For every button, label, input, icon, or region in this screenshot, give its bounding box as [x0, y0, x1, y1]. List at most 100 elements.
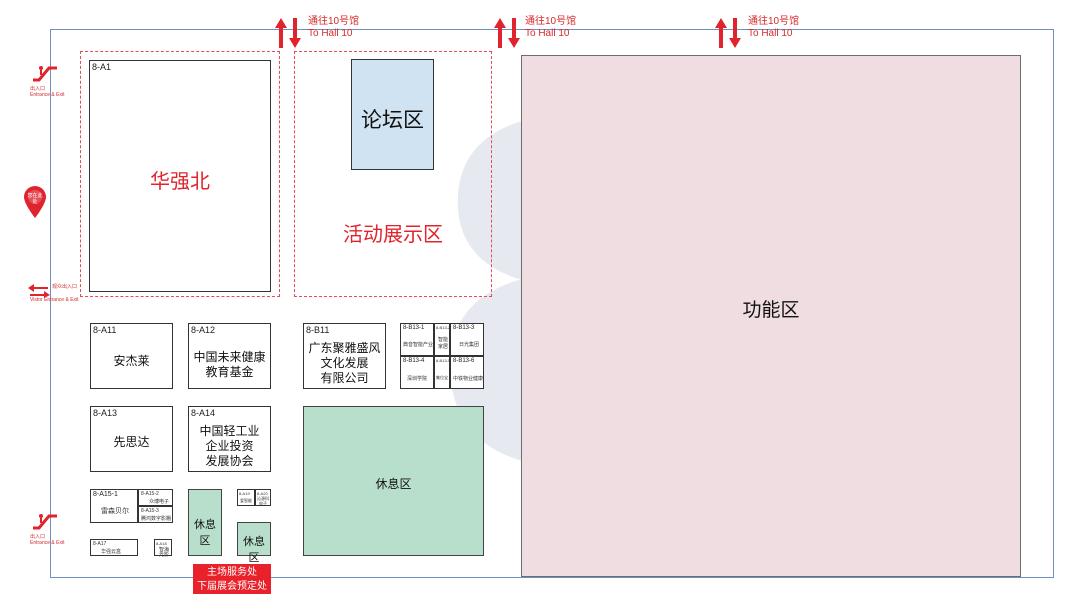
- hall-link-cn: 通往10号馆: [308, 16, 360, 27]
- booth-name-line2: 教育基金: [205, 365, 254, 379]
- visitor-entrance-cn: 观众出入口: [52, 284, 78, 290]
- booth-name-line1: 智海: [159, 547, 170, 553]
- booth-8-b13-2[interactable]: 8-B13-2 智能 家居: [434, 323, 450, 356]
- hall-link-cn: 通往10号馆: [748, 16, 800, 27]
- activity-zone[interactable]: [294, 51, 492, 297]
- booth-code: 8-A15-1: [93, 491, 118, 498]
- booth-code: 8-B13-6: [453, 358, 475, 364]
- booth-name-line1: 中国未来健康: [193, 350, 266, 364]
- booth-name: 众博电子: [149, 499, 170, 505]
- booth-code: 8-A1: [92, 62, 112, 72]
- rest-area-label: 休息区: [375, 477, 412, 491]
- service-desk-line1: 主场服务处: [207, 567, 257, 578]
- booth-8-a11[interactable]: 8-A11 安杰莱: [90, 323, 173, 389]
- you-are-here-label: 您在此处: [27, 193, 43, 205]
- rest-area-small-2[interactable]: 休息区: [237, 522, 271, 564]
- booth-name: 典音智能产业: [403, 342, 434, 348]
- entrance-en: Entrance & Exit: [30, 92, 65, 98]
- booth-name-line2: 光影: [159, 552, 170, 558]
- booth-code: 8-B11: [306, 325, 330, 335]
- hall-link-en: To Hall 10: [748, 28, 793, 39]
- booth-name-line1: 广东聚雅盛风: [308, 341, 381, 355]
- entrance-cn: 出入口: [30, 534, 46, 540]
- booth-name: 日光集团: [459, 342, 480, 348]
- booth-code: 8-B13-5: [436, 358, 451, 363]
- booth-8-b13-4[interactable]: 8-B13-4 深圳学院: [400, 356, 434, 389]
- rest-area-main[interactable]: 休息区: [303, 406, 484, 556]
- huaqiangbei-zone-boundary: [80, 51, 280, 297]
- rest-area-small-1[interactable]: 休息区: [188, 489, 222, 556]
- escalator-icon: [33, 514, 57, 530]
- booth-code: 8-A15-3: [141, 508, 159, 514]
- booth-8-a15-2[interactable]: 8-A15-2 众博电子: [138, 489, 173, 506]
- forum-zone[interactable]: [351, 59, 434, 170]
- booth-code: 8-A19: [239, 491, 250, 496]
- rest-area-label: 休息区: [194, 519, 216, 547]
- booth-name-line1: 智能: [438, 337, 449, 343]
- booth-name: 安杰莱: [113, 354, 150, 368]
- huaqiangbei-label: 华强北: [150, 171, 210, 193]
- booth-8-a19[interactable]: 8-A19 爱智能: [237, 489, 255, 506]
- booth-name-line2: 企业投资: [205, 439, 254, 453]
- booth-name: 中铁物业健康: [453, 376, 484, 382]
- booth-8-a17[interactable]: 8-A17 华强云盒: [90, 539, 138, 556]
- booth-name-line3: 有限公司: [320, 371, 369, 385]
- up-down-arrow-icon: [715, 18, 741, 48]
- booth-8-b13-1[interactable]: 8-B13-1 典音智能产业: [400, 323, 434, 356]
- hall-link-en: To Hall 10: [308, 28, 353, 39]
- escalator-icon: [33, 66, 57, 82]
- activity-zone-label: 活动展示区: [343, 224, 443, 246]
- booth-code: 8-A15-2: [141, 491, 159, 497]
- booth-name-line3: 发展协会: [205, 454, 254, 468]
- booth-name: 深圳学院: [407, 376, 428, 382]
- double-arrow-icon: [28, 284, 50, 298]
- booth-code: 8-A17: [93, 541, 107, 547]
- booth-code: 8-A20: [257, 491, 268, 496]
- service-desk[interactable]: 主场服务处 下届展会预定处: [193, 564, 271, 594]
- booth-code: 8-A13: [93, 408, 118, 418]
- booth-name-line2: 电子: [259, 501, 267, 506]
- function-zone-label: 功能区: [742, 300, 800, 321]
- booth-8-b13-6[interactable]: 8-B13-6 中铁物业健康: [450, 356, 484, 389]
- booth-code: 8-A12: [191, 325, 216, 335]
- booth-code: 8-A18: [156, 541, 167, 546]
- booth-8-a18[interactable]: 8-A18 智海 光影: [154, 539, 172, 558]
- location-pin-icon: [24, 186, 46, 218]
- booth-code: 8-A11: [93, 325, 117, 335]
- booth-8-b11[interactable]: 8-B11 广东聚雅盛风 文化发展 有限公司: [303, 323, 386, 389]
- booth-name-line1: 沁源科: [257, 496, 269, 501]
- visitor-entrance-en: Vistor Entrance & Exit: [30, 297, 79, 303]
- hall-link-cn: 通往10号馆: [525, 16, 577, 27]
- huaqiangbei-zone[interactable]: 8-A1: [89, 60, 271, 292]
- forum-zone-label: 论坛区: [361, 109, 424, 132]
- booth-name: 腾鸿数字影棚: [141, 516, 172, 522]
- booth-8-a15-3[interactable]: 8-A15-3 腾鸿数字影棚: [138, 506, 173, 523]
- booth-8-a20[interactable]: 8-A20 沁源科 电子: [255, 489, 271, 506]
- function-zone[interactable]: [521, 55, 1021, 577]
- booth-8-a14[interactable]: 8-A14 中国轻工业 企业投资 发展协会: [188, 406, 271, 472]
- booth-name-line1: 中国轻工业: [199, 424, 260, 438]
- booth-name: 集位宝: [436, 375, 448, 380]
- entrance-cn: 出入口: [30, 86, 46, 92]
- booth-8-b13-3[interactable]: 8-B13-3 日光集团: [450, 323, 484, 356]
- booth-8-a12[interactable]: 8-A12 中国未来健康 教育基金: [188, 323, 271, 389]
- booth-code: 8-B13-3: [453, 325, 475, 331]
- booth-name: 华强云盒: [101, 549, 122, 555]
- booth-name: 雷森贝尔: [101, 508, 129, 515]
- booth-name-line2: 家居: [438, 344, 449, 350]
- service-desk-line2: 下届展会预定处: [197, 581, 267, 592]
- booth-name: 先思达: [113, 435, 150, 449]
- booth-8-a15-1[interactable]: 8-A15-1 雷森贝尔: [90, 489, 138, 523]
- you-are-here-marker: 您在此处: [22, 185, 48, 224]
- hall-link-en: To Hall 10: [525, 28, 570, 39]
- booth-8-a13[interactable]: 8-A13 先思达: [90, 406, 173, 472]
- entrance-en: Entrance & Exit: [30, 540, 65, 546]
- booth-code: 8-B13-4: [403, 358, 425, 364]
- booth-8-b13-5[interactable]: 8-B13-5 集位宝: [434, 356, 450, 389]
- booth-code: 8-B13-1: [403, 325, 425, 331]
- rest-area-label: 休息区: [243, 536, 265, 564]
- up-down-arrow-icon: [275, 18, 301, 48]
- booth-code: 8-A14: [191, 408, 216, 418]
- booth-name-line2: 文化发展: [320, 356, 369, 370]
- up-down-arrow-icon: [494, 18, 520, 48]
